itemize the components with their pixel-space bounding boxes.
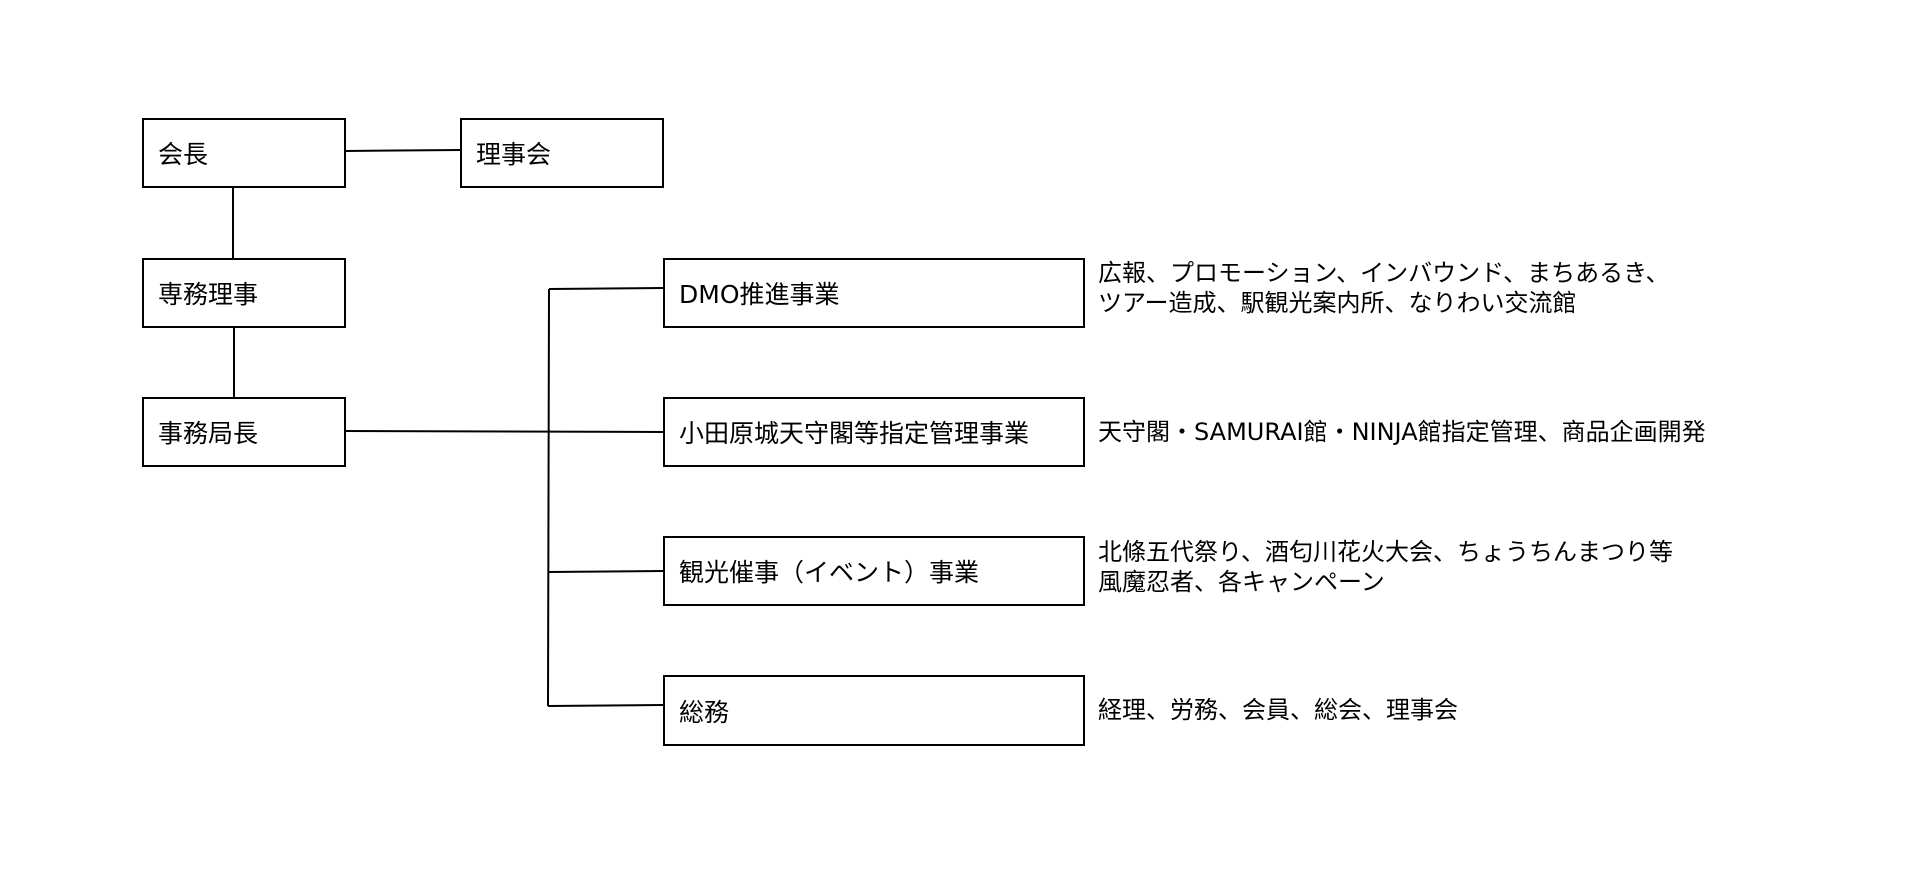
division-label: 観光催事（イベント）事業 — [679, 558, 980, 587]
description-line: ツアー造成、駅観光案内所、なりわい交流館 — [1098, 289, 1577, 317]
secretary-divisions-line — [344, 430, 664, 433]
chairman-box: 会長 — [142, 118, 346, 188]
board-label: 理事会 — [476, 140, 552, 169]
description-line: 北條五代祭り、酒匂川花火大会、ちょうちんまつり等 — [1098, 538, 1674, 566]
bus-general-line — [547, 704, 664, 707]
division-label: DMO推進事業 — [679, 280, 840, 309]
executive-director-box: 専務理事 — [142, 258, 346, 328]
executive-director-label: 専務理事 — [158, 280, 259, 309]
division-label: 総務 — [679, 697, 730, 727]
bus-event-line — [547, 570, 664, 573]
description-line: 風魔忍者、各キャンペーン — [1098, 568, 1385, 596]
secretary-general-label: 事務局長 — [158, 419, 259, 448]
secretary-general-box: 事務局長 — [142, 397, 346, 467]
chairman-label: 会長 — [158, 140, 209, 169]
division-label: 小田原城天守閣等指定管理事業 — [679, 419, 1030, 448]
division-description-castle: 天守閣・SAMURAI館・NINJA館指定管理、商品企画開発 — [1098, 417, 1706, 447]
division-box-general: 総務 — [663, 675, 1085, 746]
chairman-board-line — [344, 149, 461, 152]
board-box: 理事会 — [460, 118, 664, 188]
division-description-general: 経理、労務、会員、総会、理事会 — [1098, 695, 1458, 725]
division-bus-line — [547, 288, 550, 707]
division-box-castle: 小田原城天守閣等指定管理事業 — [663, 397, 1085, 467]
description-line: 広報、プロモーション、インバウンド、まちあるき、 — [1098, 259, 1670, 287]
description-line: 経理、労務、会員、総会、理事会 — [1098, 696, 1458, 724]
division-description-event: 北條五代祭り、酒匂川花火大会、ちょうちんまつり等 風魔忍者、各キャンペーン — [1098, 537, 1673, 597]
description-line: 天守閣・SAMURAI館・NINJA館指定管理、商品企画開発 — [1098, 418, 1706, 446]
division-box-dmo: DMO推進事業 — [663, 258, 1085, 328]
division-box-event: 観光催事（イベント）事業 — [663, 536, 1085, 606]
division-description-dmo: 広報、プロモーション、インバウンド、まちあるき、 ツアー造成、駅観光案内所、なり… — [1098, 258, 1669, 318]
bus-dmo-line — [548, 287, 664, 290]
